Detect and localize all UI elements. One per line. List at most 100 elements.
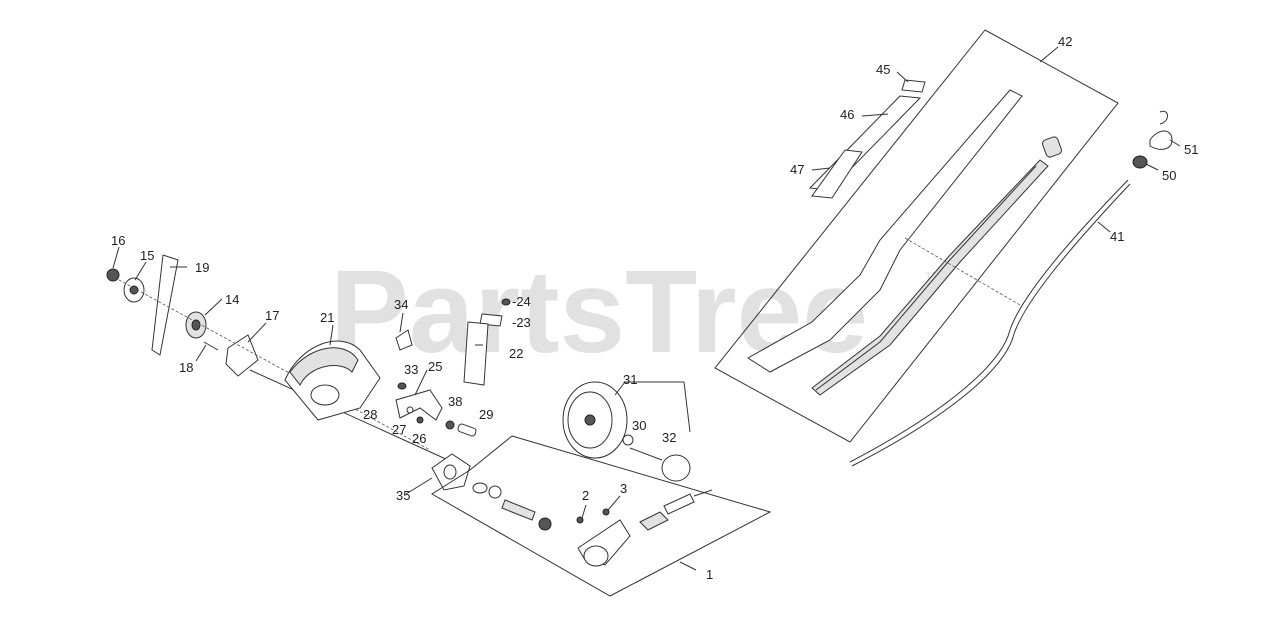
shaft-tip	[693, 489, 713, 497]
assembly-1-box	[431, 435, 772, 597]
bolt-18	[203, 341, 219, 351]
leader-51	[1169, 139, 1181, 147]
label-17: 17	[265, 308, 279, 323]
plate-19	[151, 254, 179, 356]
label-16: 16	[111, 233, 125, 248]
bearing	[538, 517, 552, 531]
leader-25	[414, 369, 428, 396]
label-35: 35	[396, 488, 410, 503]
label-3: 3	[620, 481, 627, 496]
label-47: 47	[790, 162, 804, 177]
label-30: 30	[632, 418, 646, 433]
guard-hub	[310, 384, 340, 406]
label-21: 21	[320, 310, 334, 325]
label-26: 26	[412, 431, 426, 446]
leader-50	[1145, 163, 1159, 171]
leader-35	[405, 477, 433, 495]
label-28: 28	[363, 407, 377, 422]
leader-2	[581, 504, 587, 519]
label-18: 18	[179, 360, 193, 375]
label-42: 42	[1058, 34, 1072, 49]
plate-22	[463, 321, 489, 386]
fitting-hook	[1159, 110, 1168, 125]
centerline	[904, 237, 1021, 306]
leader-34	[399, 312, 404, 333]
label-41: 41	[1110, 229, 1124, 244]
label-strip-45	[901, 79, 926, 93]
gear-shaft	[663, 493, 695, 515]
leader-31b	[614, 381, 626, 396]
seal	[472, 482, 488, 494]
shaft-assembly-group	[714, 29, 1173, 467]
label-38: 38	[448, 394, 462, 409]
label-45: 45	[876, 62, 890, 77]
label-50: 50	[1162, 168, 1176, 183]
gasket-35	[431, 453, 471, 491]
bracket-17	[225, 334, 259, 377]
throttle-cable-outer	[851, 183, 1131, 467]
cap-32	[661, 454, 691, 482]
housing-end	[583, 545, 609, 567]
label-31: 31	[623, 372, 637, 387]
pin-38	[445, 420, 455, 430]
label-1: 1	[706, 567, 713, 582]
clip-23	[479, 313, 503, 327]
guard-rim	[289, 347, 359, 386]
bolt-2	[576, 516, 584, 524]
leader-31c	[683, 381, 691, 433]
leader-47	[811, 167, 831, 171]
leader-16	[112, 246, 120, 269]
leader-18	[195, 344, 207, 362]
flex-drive-shaft	[811, 159, 1049, 396]
label-46: 46	[840, 107, 854, 122]
nut-26	[416, 416, 424, 424]
label-23: -23	[512, 315, 531, 330]
bushing	[1042, 136, 1062, 158]
wheel-hub	[584, 414, 596, 426]
knob-34	[395, 329, 413, 351]
shaft-gear	[501, 499, 536, 521]
nut-50	[1132, 155, 1148, 169]
bearing-14-hole	[191, 319, 201, 331]
label-34: 34	[394, 297, 408, 312]
label-15: 15	[140, 248, 154, 263]
label-51: 51	[1184, 142, 1198, 157]
nut-33	[397, 382, 407, 390]
washer-30	[622, 434, 634, 446]
leader-14	[204, 298, 223, 316]
assembly-42-box	[714, 29, 1119, 443]
bracket-25	[395, 389, 443, 421]
edger-head-group	[106, 254, 772, 597]
spacer-29	[457, 423, 477, 437]
label-27: 27	[392, 422, 406, 437]
label-24: -24	[512, 294, 531, 309]
washer-27	[406, 406, 414, 414]
throttle-cable	[849, 179, 1129, 463]
shaft-tube	[747, 89, 1023, 373]
label-33: 33	[404, 362, 418, 377]
gasket-hole	[443, 464, 457, 480]
washer	[488, 485, 502, 499]
leader-15	[134, 261, 147, 281]
label-14: 14	[225, 292, 239, 307]
screw-24	[501, 298, 511, 306]
callout-labels: 16 15 19 14 17 18 21 34 -24 -23 22 33 25…	[111, 34, 1198, 582]
label-2: 2	[582, 488, 589, 503]
leader-lines	[112, 46, 1181, 571]
label-25: 25	[428, 359, 442, 374]
bolt-3	[602, 508, 610, 516]
leader-17	[247, 322, 267, 343]
label-22: 22	[509, 346, 523, 361]
label-29: 29	[479, 407, 493, 422]
nut-16	[106, 268, 120, 282]
axis-line-2	[249, 369, 471, 471]
leader-3	[607, 495, 621, 511]
cable-fitting-51	[1149, 130, 1173, 150]
leader-41	[1097, 221, 1111, 233]
label-19: 19	[195, 260, 209, 275]
decal-strip-47	[811, 149, 863, 199]
axis-line	[109, 274, 431, 451]
leader-46	[861, 113, 889, 117]
leader-21	[329, 324, 334, 346]
label-32: 32	[662, 430, 676, 445]
